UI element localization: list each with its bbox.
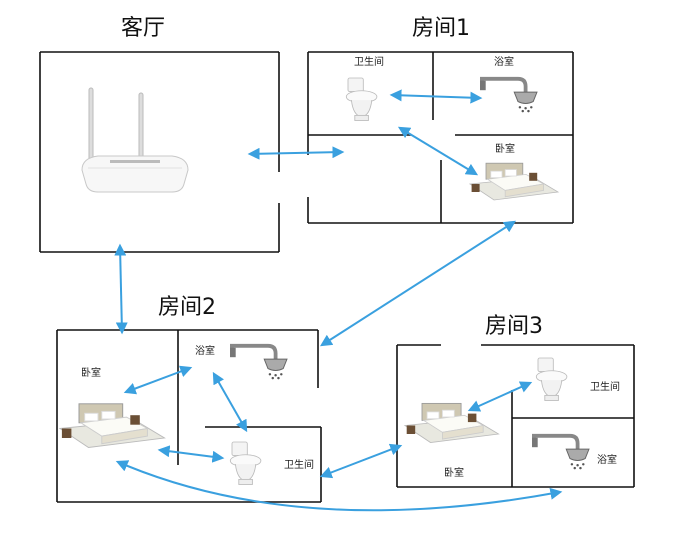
arrow-room2-bed-toilet [157,445,225,463]
room3-bathroom-label: 卫生间 [590,382,620,393]
connection-arrows [114,89,563,512]
bed-icon [59,403,165,448]
living-room-walls [39,51,280,253]
arrow-room2-shower-toilet [212,371,248,433]
shower-icon [228,343,289,382]
room2-bedroom-label: 卧室 [81,368,101,379]
toilet-icon [345,77,378,121]
shower-icon [478,76,539,115]
router-icon [81,87,189,193]
arrow-room3-bed-toilet [467,381,533,412]
arrow-living-room1 [247,146,345,160]
arrow-room1-bath-bed [397,126,479,176]
room3-title: 房间3 [485,314,543,339]
room2-walls [56,329,322,503]
shower-icon [530,433,591,472]
room1-bedroom-label: 卧室 [495,144,515,155]
arrow-room2-room3 [319,443,403,479]
room1-title: 房间1 [412,16,470,41]
room2-title: 房间2 [158,295,216,320]
room1-bathroom-label: 卫生间 [354,57,384,68]
arrow-room2-room3-curve [115,460,563,512]
room1-walls [307,51,574,224]
arrow-room1-bath-shower [389,89,483,104]
arrow-room1-room2 [319,220,517,347]
toilet-icon [229,441,262,485]
room1-shower-label: 浴室 [494,57,514,68]
room2-shower-label: 浴室 [195,346,215,357]
bed-icon [404,402,499,443]
toilet-icon [535,357,568,401]
living-room-title: 客厅 [121,16,166,41]
room3-shower-label: 浴室 [597,455,617,466]
arrow-room2-bed-shower [123,365,193,395]
room2-bathroom-label: 卫生间 [284,460,314,471]
room3-bedroom-label: 卧室 [444,468,464,479]
bed-icon [469,162,559,201]
arrow-living-room2 [114,243,128,335]
